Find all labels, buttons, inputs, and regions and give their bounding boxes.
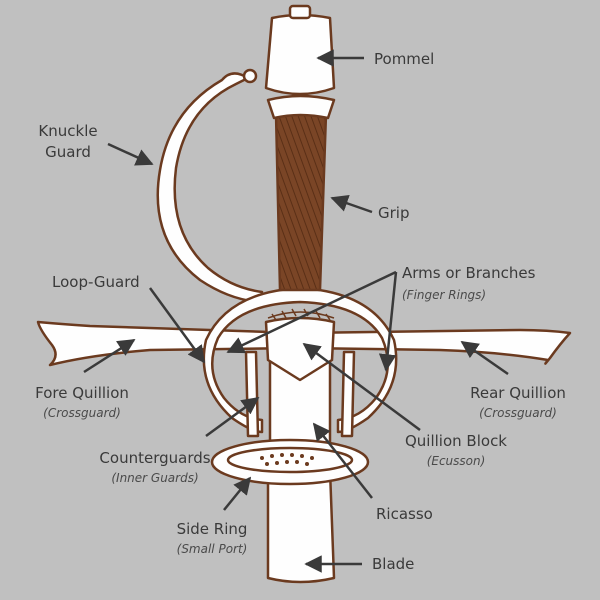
pommel-shape xyxy=(264,13,336,96)
label-side-ring-sub: (Small Port) xyxy=(176,542,248,556)
rear-quillion-arrow xyxy=(460,340,509,376)
label-loop-guard: Loop-Guard xyxy=(52,273,140,291)
arms-arrow-left xyxy=(226,270,397,354)
rear-quillion-shape xyxy=(298,328,572,365)
label-grip: Grip xyxy=(378,204,410,222)
side-ring-arrow xyxy=(223,476,252,511)
label-quillion-block-sub: (Ecusson) xyxy=(426,454,486,468)
ricasso-arrow xyxy=(312,422,373,499)
grip-arrow xyxy=(330,194,373,214)
label-counterguards-sub: (Inner Guards) xyxy=(111,471,199,485)
loop-guard-shape xyxy=(202,286,398,434)
side-ring-dots xyxy=(260,453,314,466)
knuckle-guard-shape xyxy=(156,72,264,304)
label-knuckle-guard-line1: Knuckle xyxy=(38,122,98,140)
label-side-ring: Side Ring xyxy=(176,520,248,538)
blade-shape xyxy=(266,468,336,584)
label-knuckle-guard-line2: Guard xyxy=(45,143,91,161)
label-pommel: Pommel xyxy=(374,50,435,68)
label-quillion-block: Quillion Block xyxy=(404,432,508,450)
label-blade: Blade xyxy=(372,555,415,573)
quillion-block-arrow xyxy=(302,342,421,432)
label-arms: Arms or Branches xyxy=(402,264,536,282)
counterguard-left-shape xyxy=(244,350,260,438)
arms-arrow-right xyxy=(378,271,398,372)
label-arms-sub: (Finger Rings) xyxy=(402,288,487,302)
counterguard-right-shape xyxy=(340,350,356,438)
label-fore-quillion-sub: (Crossguard) xyxy=(43,406,121,420)
knuckle-guard-arrow xyxy=(107,142,154,166)
label-rear-quillion: Rear Quillion xyxy=(470,384,566,402)
label-fore-quillion: Fore Quillion xyxy=(35,384,129,402)
grip-shape xyxy=(274,112,328,292)
counterguards-arrow xyxy=(205,396,260,438)
quillion-block-shape xyxy=(264,316,336,382)
fore-quillion-shape xyxy=(36,320,302,367)
fore-quillion-arrow xyxy=(83,338,136,374)
label-rear-quillion-sub: (Crossguard) xyxy=(479,406,557,420)
label-ricasso: Ricasso xyxy=(376,505,433,523)
label-counterguards: Counterguards xyxy=(99,449,211,467)
loop-guard-arrow xyxy=(148,287,206,364)
